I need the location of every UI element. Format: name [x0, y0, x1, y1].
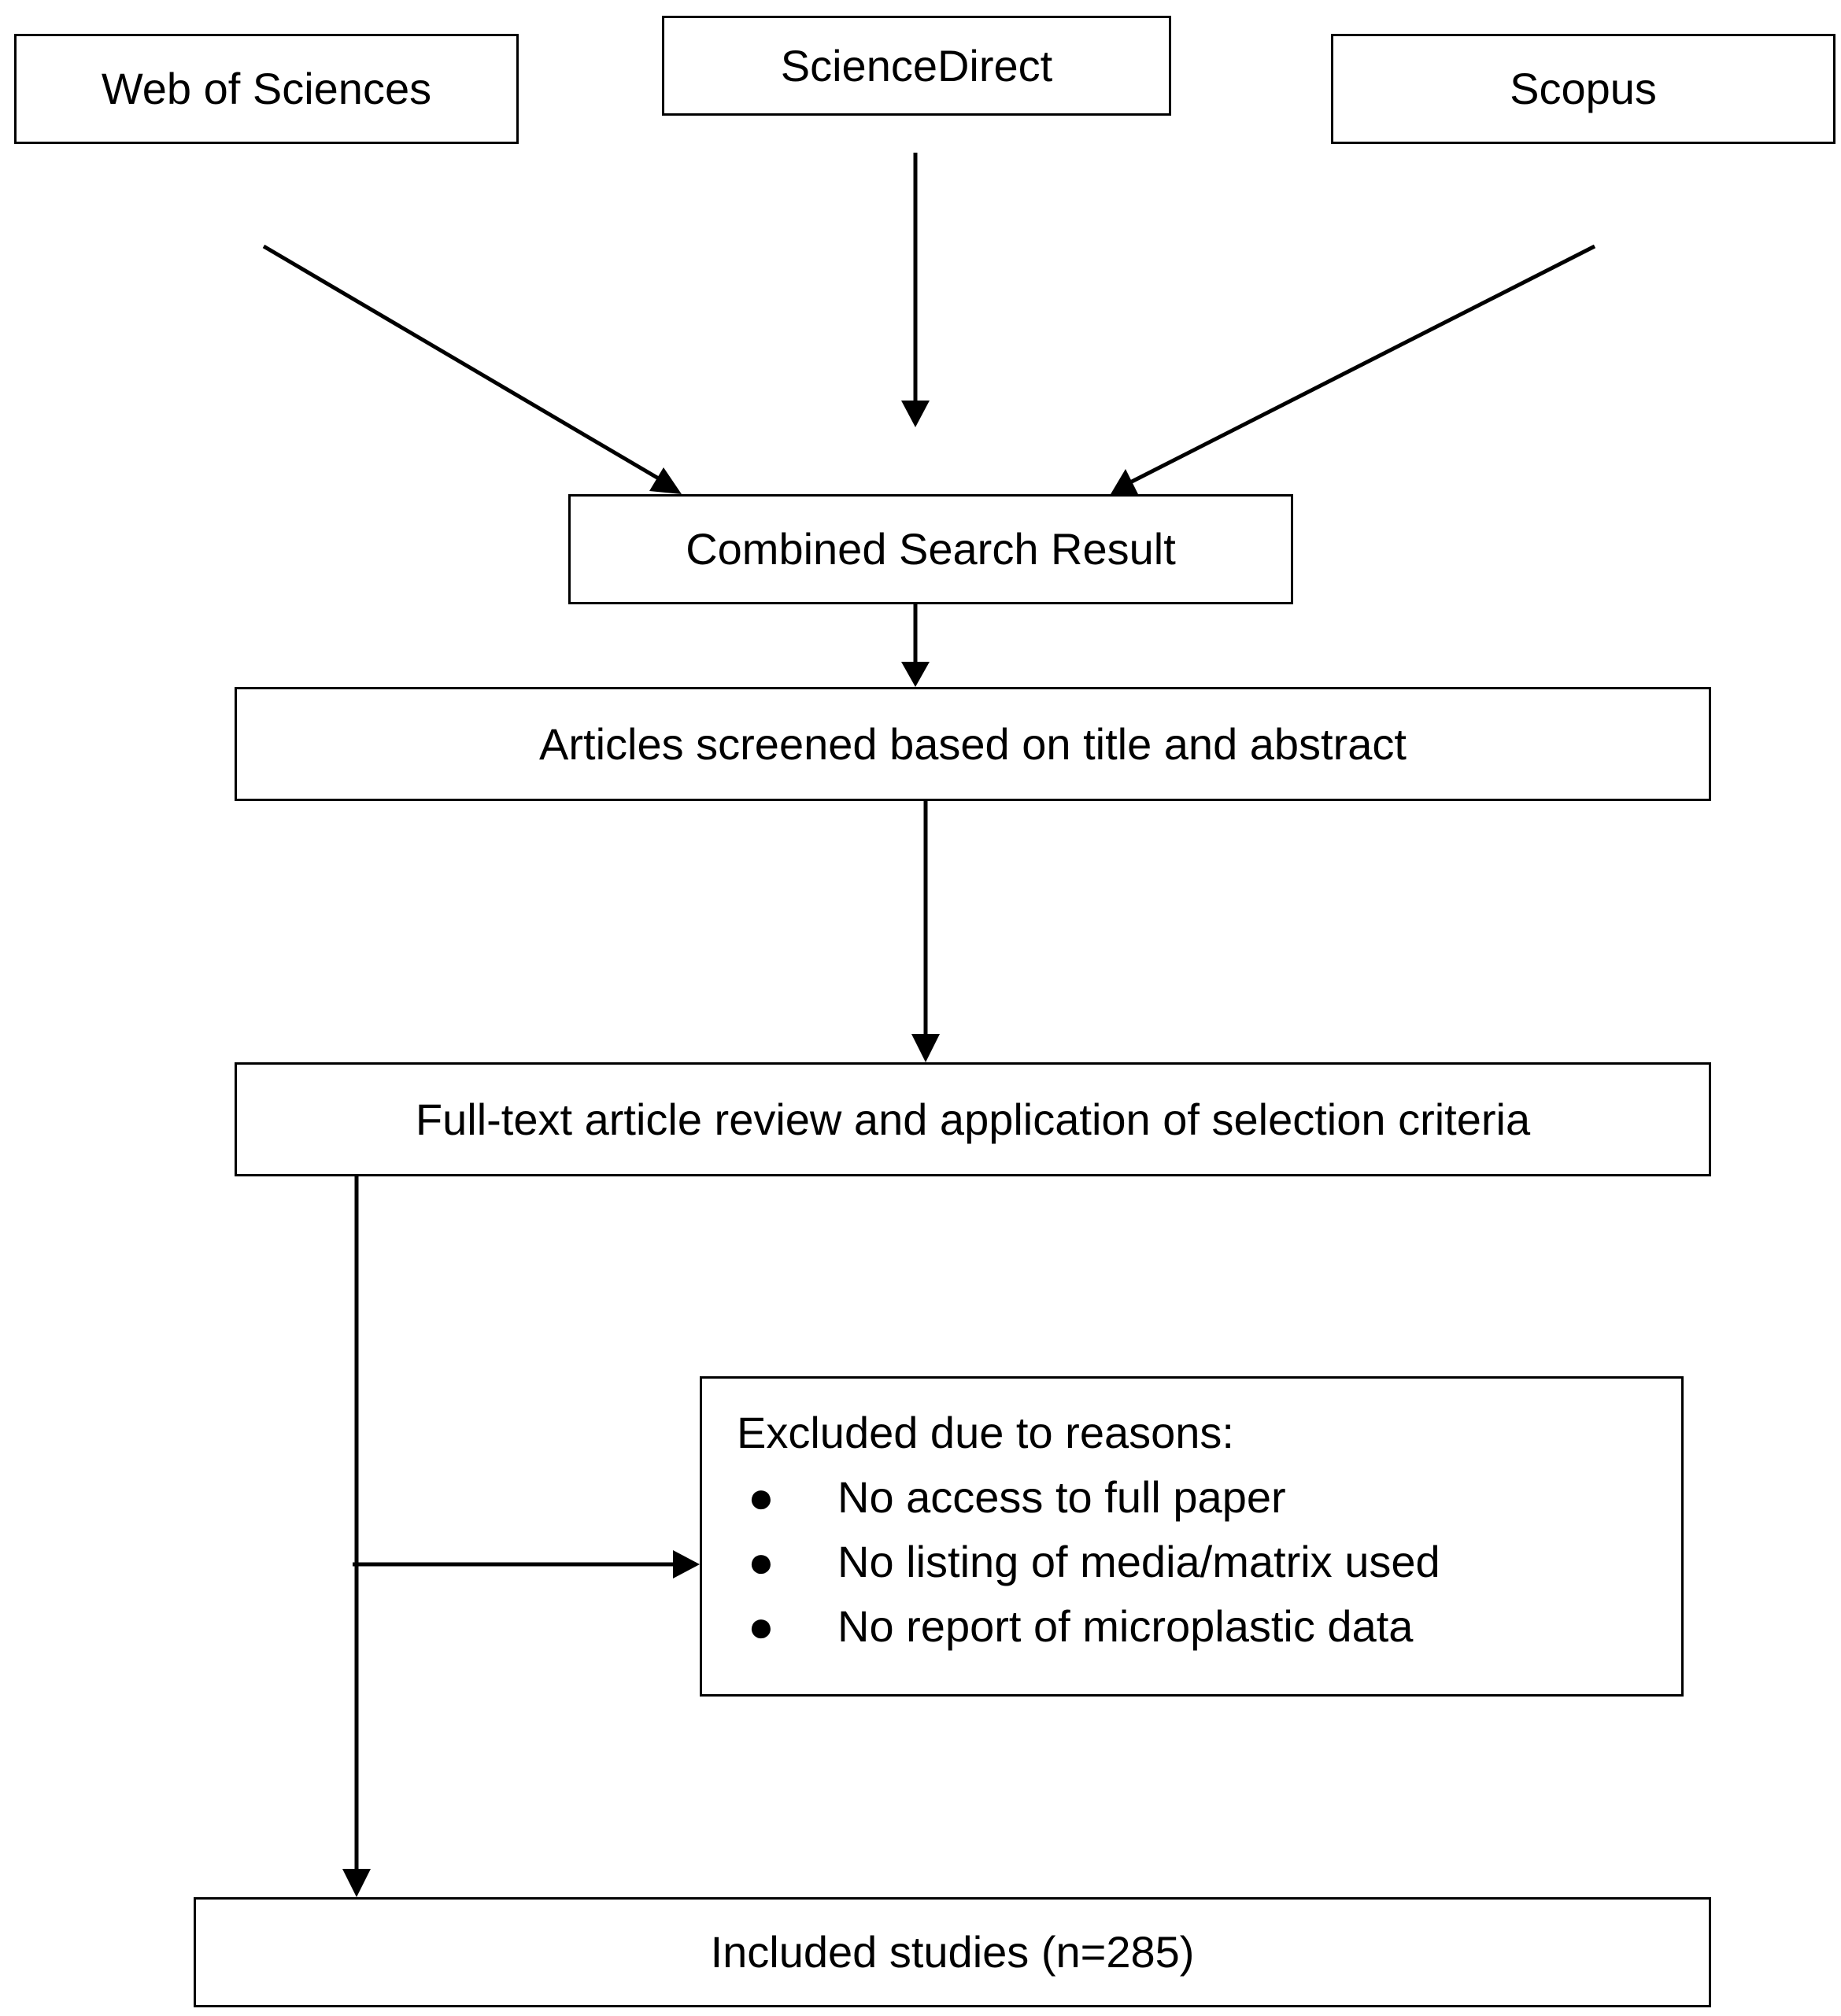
arrowhead-included	[342, 1869, 371, 1897]
bullet-icon: ●	[748, 1601, 774, 1651]
scopus-box: Scopus	[1331, 34, 1835, 144]
scopus-label: Scopus	[1510, 64, 1657, 114]
sciencedirect-label: ScienceDirect	[780, 40, 1053, 90]
exclusion-heading: Excluded due to reasons:	[737, 1408, 1234, 1457]
arrowhead-scopus	[1111, 469, 1138, 494]
exclusion-reason-text: No listing of media/matrix used	[837, 1537, 1440, 1586]
included-studies-box: Included studies (n=285)	[194, 1897, 1711, 2007]
exclusion-reason-text: No access to full paper	[837, 1472, 1286, 1522]
arrowhead-screened	[911, 1034, 940, 1062]
exclusion-box: Excluded due to reasons: ● No access to …	[700, 1376, 1684, 1697]
bullet-icon: ●	[748, 1472, 774, 1522]
screening-label: Articles screened based on title and abs…	[539, 718, 1407, 769]
combined-search-result-box: Combined Search Result	[568, 494, 1293, 604]
sciencedirect-box: ScienceDirect	[662, 16, 1171, 116]
exclusion-reason-item: ● No report of microplastic data	[737, 1594, 1681, 1659]
arrowhead-excluded	[673, 1550, 700, 1578]
web-of-sciences-label: Web of Sciences	[101, 64, 432, 114]
bullet-icon: ●	[748, 1537, 774, 1586]
screening-box: Articles screened based on title and abs…	[235, 687, 1711, 801]
exclusion-reason-text: No report of microplastic data	[837, 1601, 1414, 1651]
exclusion-reason-item: ● No access to full paper	[737, 1465, 1681, 1530]
included-studies-label: Included studies (n=285)	[710, 1927, 1195, 1977]
arrow-scopus-to-combined	[1129, 244, 1596, 485]
arrow-wos-to-combined	[262, 244, 663, 482]
arrowhead-combined	[901, 662, 930, 687]
combined-search-result-label: Combined Search Result	[686, 524, 1176, 574]
full-text-review-box: Full-text article review and application…	[235, 1062, 1711, 1176]
web-of-sciences-box: Web of Sciences	[14, 34, 519, 144]
arrowhead-sciencedirect	[901, 401, 930, 427]
exclusion-reason-item: ● No listing of media/matrix used	[737, 1530, 1681, 1594]
arrowhead-wos	[649, 467, 682, 494]
full-text-review-label: Full-text article review and application…	[415, 1094, 1531, 1144]
